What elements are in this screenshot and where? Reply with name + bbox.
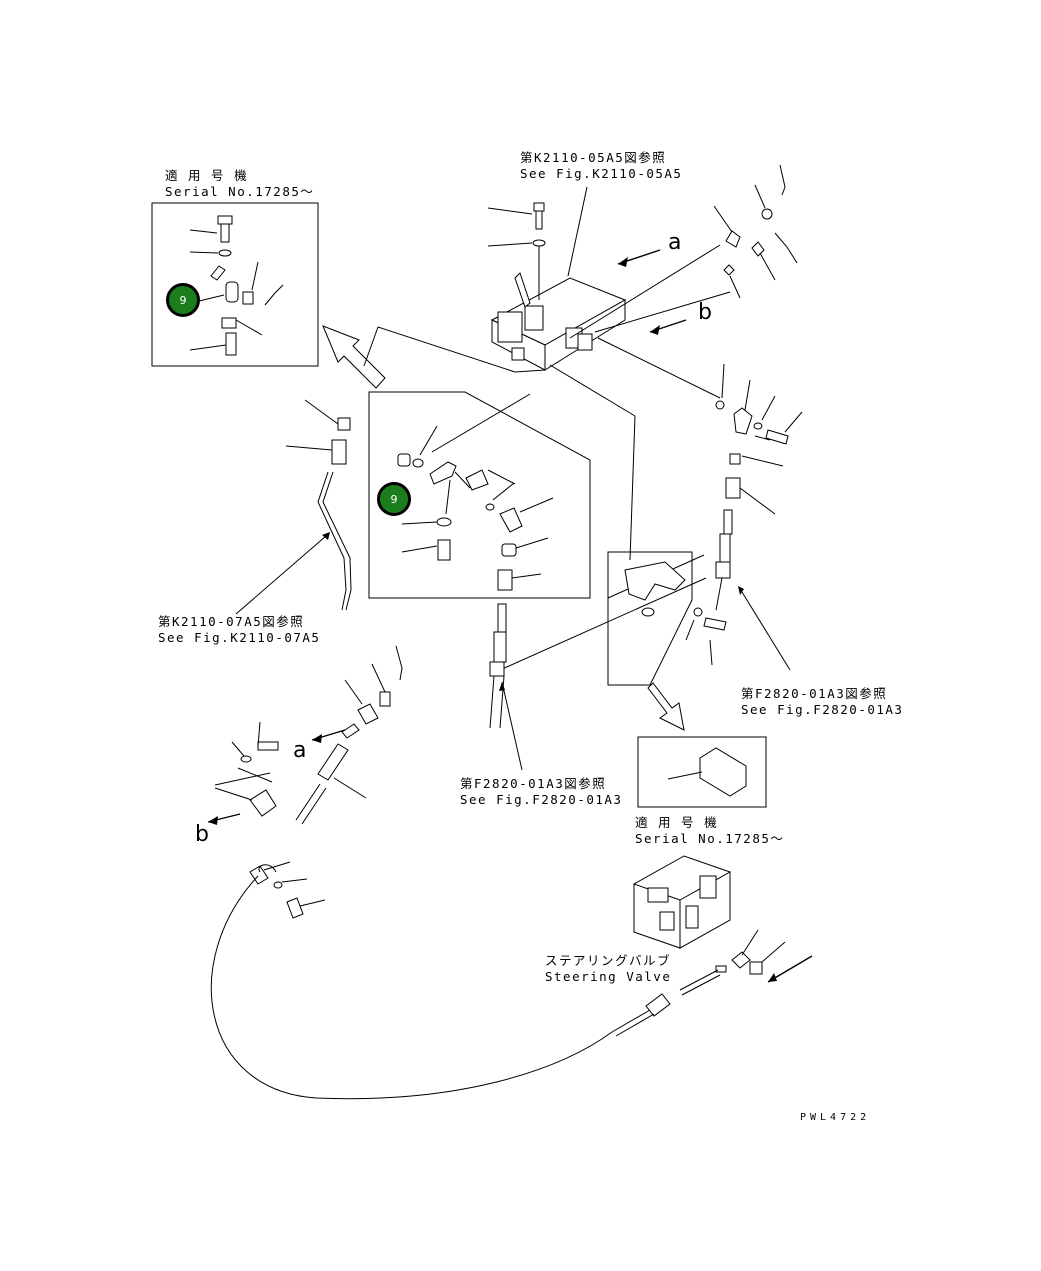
control-box-assembly <box>363 164 798 561</box>
serial-top-jp: 適 用 号 機 <box>165 168 249 183</box>
steering-valve <box>611 855 813 1037</box>
steering-valve-en: Steering Valve <box>545 969 672 984</box>
letter-b-bottom: b <box>195 822 209 847</box>
steering-valve-jp: ステアリングバルブ <box>545 953 672 968</box>
callout-marker-9-top[interactable]: 9 <box>166 283 200 317</box>
right-linkage-parts <box>499 363 803 671</box>
ref-k2110-07a5-en: See Fig.K2110-07A5 <box>158 630 321 645</box>
bracket-inset <box>607 551 727 686</box>
ref-f2820-center-jp: 第F2820-01A3図参照 <box>460 776 607 791</box>
ref-k2110-05a5-en: See Fig.K2110-05A5 <box>520 166 683 181</box>
serial-top-en: Serial No.17285～ <box>165 184 315 199</box>
left-cable <box>235 399 352 615</box>
ref-f2820-right-en: See Fig.F2820-01A3 <box>741 702 904 717</box>
drawing-code: PWL4722 <box>800 1112 871 1123</box>
callout-marker-label: 9 <box>390 492 398 506</box>
lower-left-assembly <box>207 645 613 1100</box>
serial-bottom-en: Serial No.17285～ <box>635 831 785 846</box>
serial-bottom-jp: 適 用 号 機 <box>635 815 719 830</box>
center-linkage-parts <box>368 393 554 591</box>
letter-a-bottom: a <box>293 738 307 763</box>
callout-marker-9-center[interactable]: 9 <box>377 482 411 516</box>
letter-a-top: a <box>668 230 682 255</box>
bracket-inset-bottom <box>637 736 767 808</box>
arrow-to-inset-bottom <box>647 682 685 731</box>
ref-f2820-center-en: See Fig.F2820-01A3 <box>460 792 623 807</box>
ref-k2110-05a5-jp: 第K2110-05A5図参照 <box>520 150 667 165</box>
ref-k2110-07a5-jp: 第K2110-07A5図参照 <box>158 614 305 629</box>
ref-f2820-right-jp: 第F2820-01A3図参照 <box>741 686 888 701</box>
center-cable <box>489 603 523 771</box>
inset-box-center <box>368 391 591 599</box>
arrow-to-inset-top <box>322 325 386 389</box>
callout-marker-label: 9 <box>179 293 187 307</box>
inset-box-top-left <box>151 202 319 367</box>
letter-b-top: b <box>698 300 712 325</box>
